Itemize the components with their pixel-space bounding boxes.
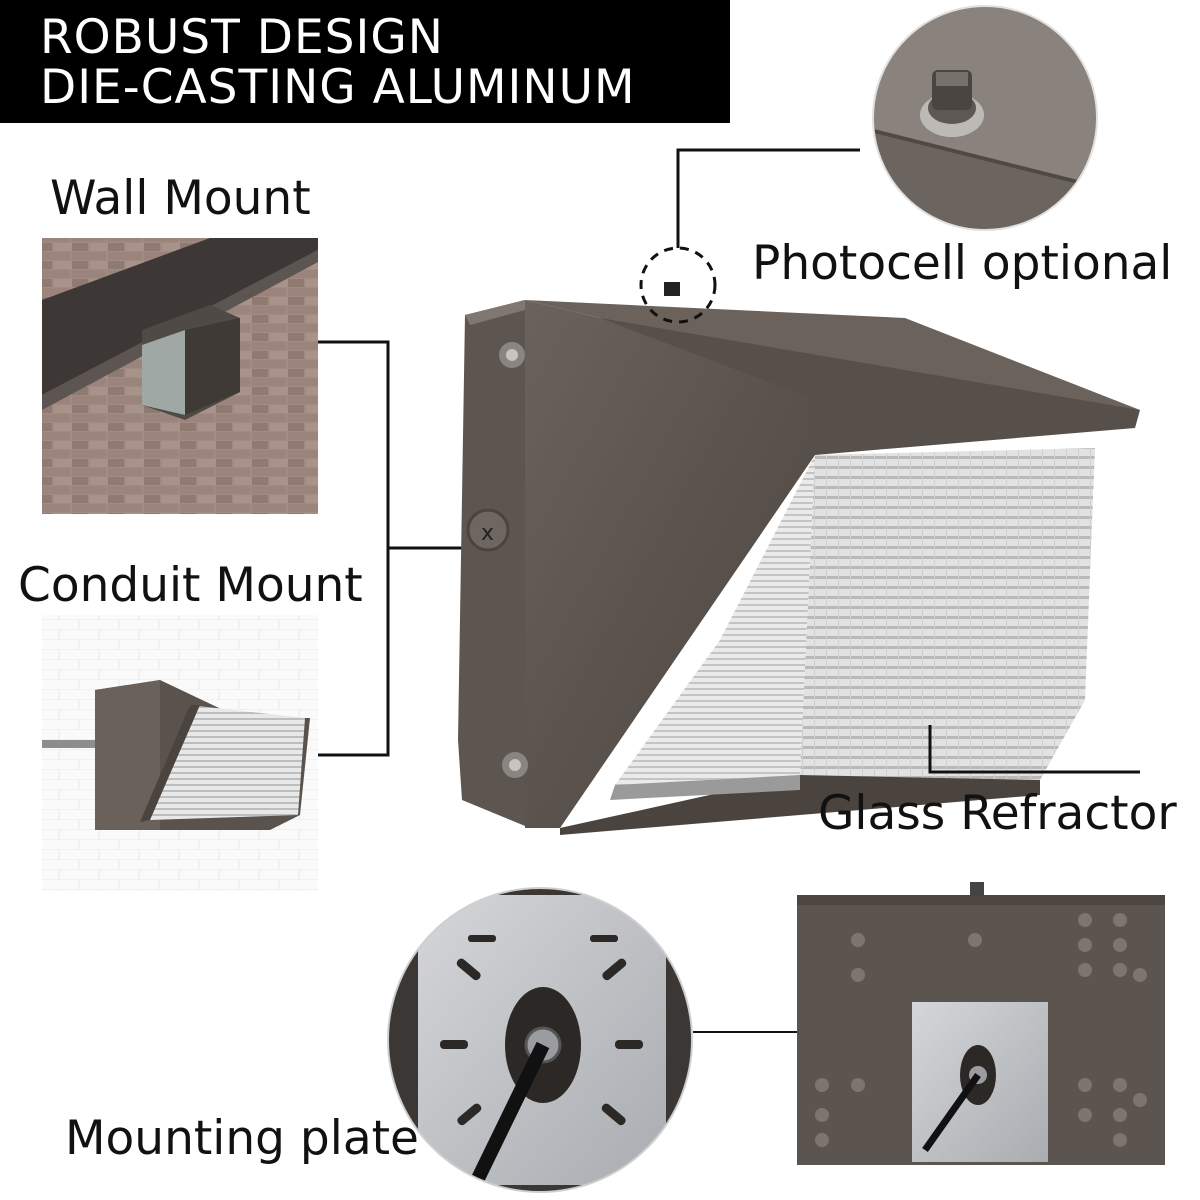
photocell-highlight (639, 246, 717, 324)
header-title-line2: DIE-CASTING ALUMINUM (40, 60, 636, 115)
mount-bracket-line (318, 340, 390, 757)
svg-text:x: x (481, 521, 494, 546)
mounting-plate-zoom (388, 888, 692, 1192)
main-fixture: x (458, 282, 1140, 835)
glass-refractor-label: Glass Refractor (818, 786, 1177, 841)
photocell-label: Photocell optional (752, 236, 1173, 291)
refractor-leader (928, 725, 1140, 774)
header-banner (0, 0, 730, 123)
photocell-zoom (873, 6, 1097, 230)
wall-mount-label: Wall Mount (50, 171, 311, 226)
conduit-mount-label: Conduit Mount (18, 558, 363, 613)
mounting-plate-label: Mounting plate (65, 1111, 419, 1166)
header-title-line1: ROBUST DESIGN (40, 10, 444, 65)
conduit-mount-photo (42, 615, 318, 891)
fixture-back-view (797, 882, 1165, 1165)
wall-mount-photo (42, 238, 318, 514)
